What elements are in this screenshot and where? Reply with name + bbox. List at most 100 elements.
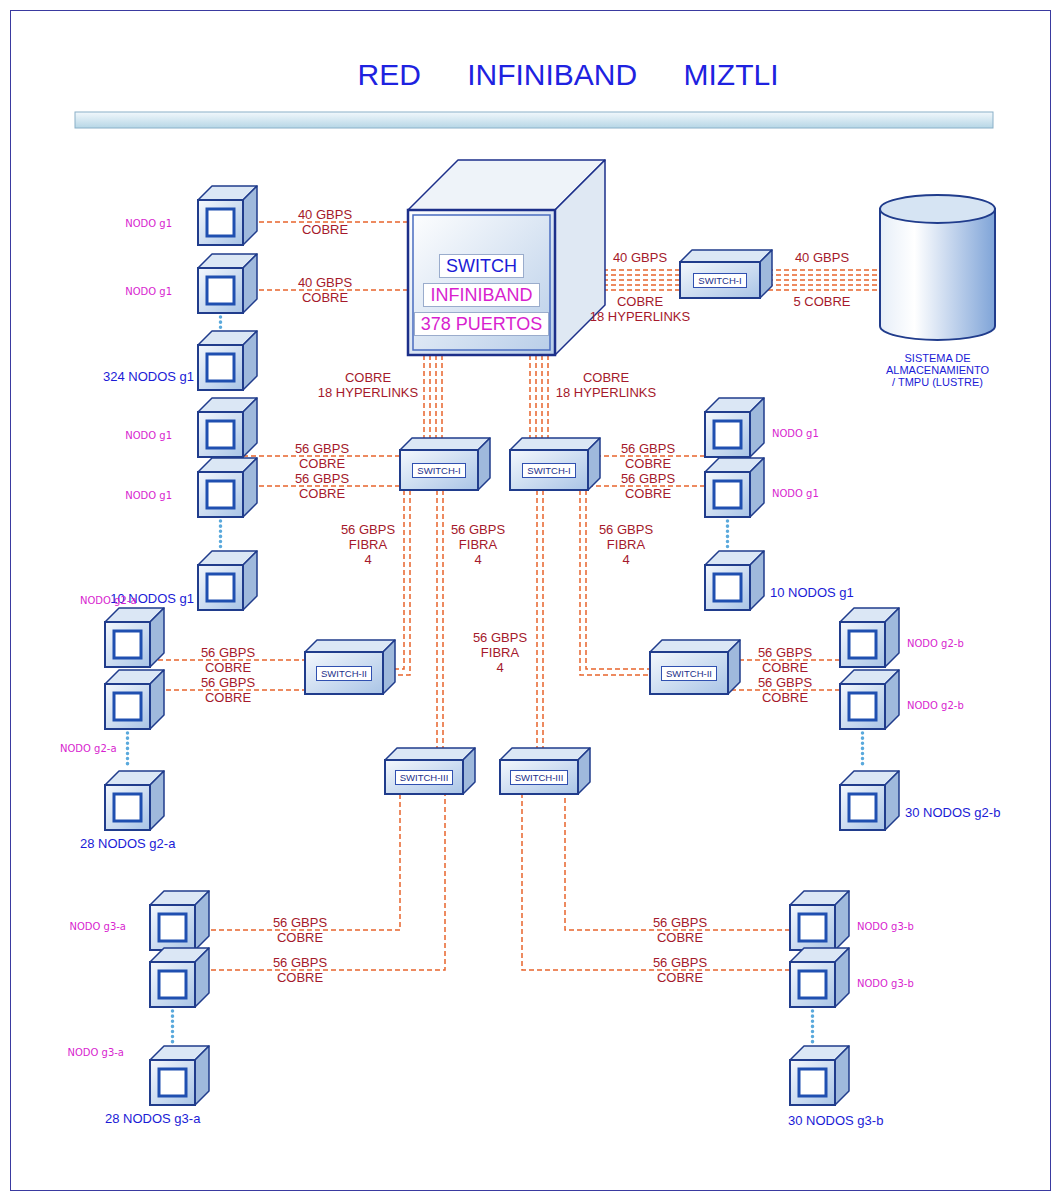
compute-node: 10 NODOS g1 [705, 565, 750, 610]
side-face [885, 670, 899, 729]
link-label: 56 GBPS FIBRA 4 [473, 630, 527, 675]
text-line: ALMACENAMIENTO [886, 364, 989, 376]
link-label: COBRE 18 HYPERLINKS [556, 370, 656, 400]
switch-label: SWITCH-I [412, 463, 465, 478]
cable-link [588, 455, 705, 457]
link-group [588, 456, 705, 457]
text-line: 56 GBPS [621, 441, 675, 456]
node-name: NODO g1 [125, 430, 172, 441]
link-group [530, 355, 548, 450]
switch-title: SWITCH [439, 254, 524, 278]
bundle-line [541, 355, 543, 450]
screen-square [207, 574, 234, 601]
link-group [243, 222, 408, 223]
cube-icon [198, 472, 243, 517]
compute-node: NODO g2-a [105, 684, 150, 729]
text-line: 56 GBPS [621, 471, 675, 486]
side-face [243, 331, 257, 390]
cable-link [150, 689, 305, 691]
screen-square [799, 914, 826, 941]
text-line: COBRE [298, 290, 352, 305]
text-line: 56 GBPS [653, 915, 707, 930]
screen-square [799, 971, 826, 998]
side-face [243, 398, 257, 457]
compute-node: NODO g1 [198, 200, 243, 245]
compute-node: NODO g3-a [150, 962, 195, 1007]
bundle-line [760, 279, 880, 281]
front-face [150, 905, 195, 950]
front-face [105, 622, 150, 667]
switch-label: SWITCH-II [661, 666, 717, 681]
compute-node: NODO g2-b [840, 684, 885, 729]
text-line: COBRE [758, 660, 812, 675]
side-face [578, 748, 590, 794]
text-line: 4 [451, 552, 505, 567]
bundle-line [586, 490, 650, 669]
link-group [172, 1011, 173, 1043]
front-face [105, 785, 150, 830]
switch-title: INFINIBAND [423, 283, 539, 307]
node-count: 30 NODOS g2-b [905, 805, 1000, 820]
text-line: 56 GBPS [451, 522, 505, 537]
link-label: 56 GBPS COBRE [758, 675, 812, 705]
link-group [580, 490, 650, 675]
screen-square [114, 794, 141, 821]
screen-square [207, 421, 234, 448]
compute-node: NODO g2-b [840, 622, 885, 667]
screen-square [849, 693, 876, 720]
node-count: 324 NODOS g1 [103, 369, 194, 384]
compute-node: NODO g1 [198, 472, 243, 517]
cube-icon [150, 962, 195, 1007]
top-face [385, 748, 475, 760]
cable-link [728, 689, 840, 691]
front-face [198, 200, 243, 245]
cube-icon [198, 268, 243, 313]
text-line: 56 GBPS [295, 471, 349, 486]
bundle-line [442, 490, 444, 760]
side-face [243, 254, 257, 313]
network-switch: SWITCH-I [400, 450, 478, 490]
text-line: COBRE [318, 370, 418, 385]
side-face [885, 771, 899, 830]
node-name: NODO g3-a [67, 1047, 124, 1058]
network-switch: SWITCH-III [385, 760, 463, 794]
front-face [650, 652, 728, 694]
text-line: 18 HYPERLINKS [590, 309, 690, 324]
cube-icon [705, 472, 750, 517]
cable-link [195, 794, 400, 930]
screen-square [714, 421, 741, 448]
node-name: NODO g2-b [907, 638, 964, 649]
cube-icon [198, 565, 243, 610]
front-face [705, 472, 750, 517]
cable-link [588, 485, 705, 487]
link-group [243, 486, 400, 487]
text-line: COBRE [621, 486, 675, 501]
cube-icon [840, 785, 885, 830]
link-group [537, 490, 543, 760]
drum-body [880, 209, 995, 340]
side-face [728, 640, 740, 694]
core-switch: SWITCHINFINIBAND378 PUERTOS [408, 210, 555, 355]
ellipsis-link [726, 521, 730, 548]
cable-link [150, 659, 305, 661]
diagram-title: RED INFINIBAND MIZTLI [357, 58, 778, 92]
link-label: 56 GBPS COBRE [621, 441, 675, 471]
front-face [840, 622, 885, 667]
node-name: NODO g2-a [80, 595, 137, 606]
link-group [588, 486, 705, 487]
compute-node: NODO g1 [198, 412, 243, 457]
front-face [198, 565, 243, 610]
text-stack: SWITCHINFINIBAND378 PUERTOS [408, 254, 555, 336]
link-group [220, 521, 221, 548]
compute-node: NODO g3-b [790, 905, 835, 950]
storage-cylinder: SISTEMA DE ALMACENAMIENTO / TMPU (LUSTRE… [880, 195, 995, 340]
side-face [750, 458, 764, 517]
side-face [760, 250, 772, 298]
top-face [400, 438, 490, 450]
text-line: 40 GBPS [298, 275, 352, 290]
link-group [243, 290, 408, 291]
node-name: NODO g1 [125, 218, 172, 229]
link-group [195, 794, 445, 970]
link-group [727, 521, 728, 548]
